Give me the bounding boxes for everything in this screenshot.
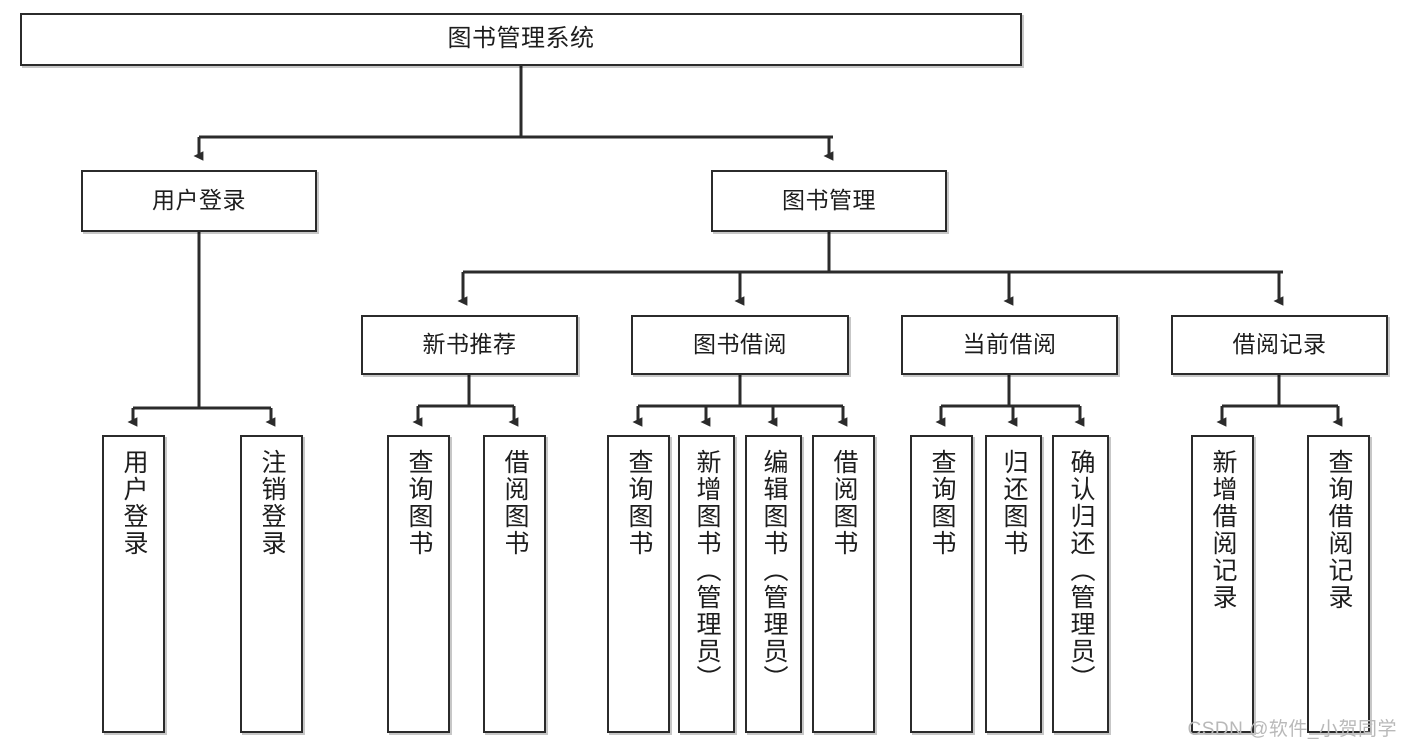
node-leaf-confirm-return-label: 确认归还（管理员） — [1067, 449, 1095, 692]
node-leaf-edit-book[interactable]: 编辑图书（管理员） — [745, 435, 802, 733]
node-book-manage[interactable]: 图书管理 — [711, 170, 947, 232]
node-leaf-borrow-book-label: 借阅图书 — [830, 449, 858, 557]
node-leaf-confirm-return[interactable]: 确认归还（管理员） — [1052, 435, 1109, 733]
node-leaf-query-book-rec[interactable]: 查询图书 — [387, 435, 450, 733]
node-user-login-label: 用户登录 — [152, 187, 246, 214]
node-leaf-borrow-book-rec-label: 借阅图书 — [501, 449, 529, 557]
node-user-login[interactable]: 用户登录 — [81, 170, 317, 232]
node-leaf-add-record-label: 新增借阅记录 — [1209, 449, 1237, 611]
node-book-borrow[interactable]: 图书借阅 — [631, 315, 849, 375]
node-root[interactable]: 图书管理系统 — [20, 13, 1022, 66]
node-leaf-query-book-cur-label: 查询图书 — [928, 449, 956, 557]
node-new-book-rec[interactable]: 新书推荐 — [361, 315, 578, 375]
node-current-borrow-label: 当前借阅 — [962, 331, 1057, 358]
node-leaf-user-login-label: 用户登录 — [120, 449, 148, 557]
node-leaf-query-book-borrow-label: 查询图书 — [625, 449, 653, 557]
node-leaf-logout[interactable]: 注销登录 — [240, 435, 303, 733]
node-root-label: 图书管理系统 — [447, 25, 595, 53]
node-leaf-edit-book-label: 编辑图书（管理员） — [760, 449, 788, 692]
node-leaf-user-login[interactable]: 用户登录 — [102, 435, 165, 733]
node-borrow-record[interactable]: 借阅记录 — [1171, 315, 1388, 375]
node-leaf-query-book-cur[interactable]: 查询图书 — [910, 435, 973, 733]
node-borrow-record-label: 借阅记录 — [1232, 331, 1327, 358]
node-leaf-return-book-label: 归还图书 — [1000, 449, 1028, 557]
node-book-borrow-label: 图书借阅 — [693, 331, 787, 358]
node-leaf-add-record[interactable]: 新增借阅记录 — [1191, 435, 1254, 733]
node-leaf-add-book-label: 新增图书（管理员） — [693, 449, 721, 692]
node-current-borrow[interactable]: 当前借阅 — [901, 315, 1118, 375]
node-leaf-query-record[interactable]: 查询借阅记录 — [1307, 435, 1370, 733]
node-leaf-return-book[interactable]: 归还图书 — [985, 435, 1042, 733]
node-new-book-rec-label: 新书推荐 — [422, 331, 517, 358]
node-leaf-query-book-borrow[interactable]: 查询图书 — [607, 435, 670, 733]
node-leaf-borrow-book-rec[interactable]: 借阅图书 — [483, 435, 546, 733]
node-leaf-add-book[interactable]: 新增图书（管理员） — [678, 435, 735, 733]
node-leaf-query-book-rec-label: 查询图书 — [405, 449, 433, 557]
node-leaf-logout-label: 注销登录 — [258, 449, 286, 557]
watermark: CSDN @软件_小贺同学 — [1187, 719, 1397, 740]
node-leaf-borrow-book[interactable]: 借阅图书 — [812, 435, 875, 733]
node-book-manage-label: 图书管理 — [782, 187, 876, 214]
node-leaf-query-record-label: 查询借阅记录 — [1325, 449, 1353, 611]
